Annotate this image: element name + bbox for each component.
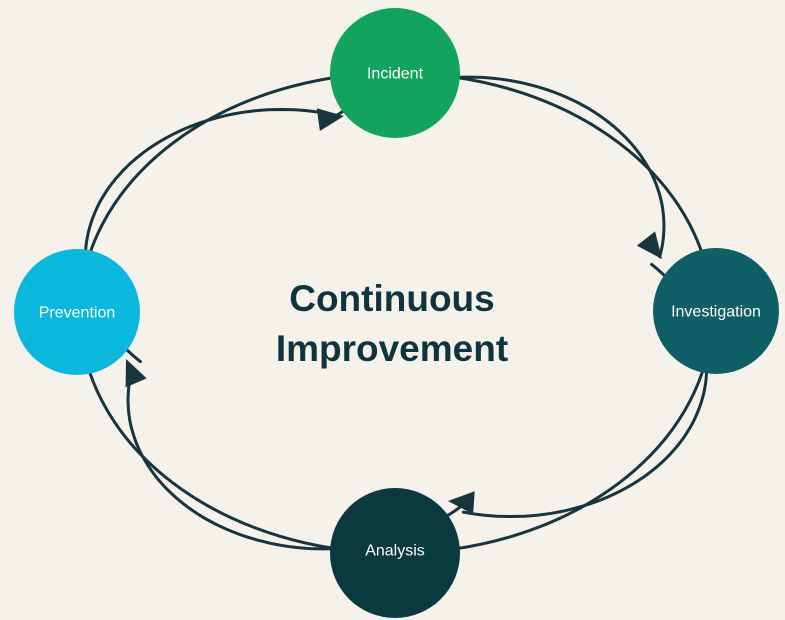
node-investigation: Investigation — [653, 248, 779, 374]
diagram-title-line2: Improvement — [276, 328, 508, 369]
node-prevention-circle — [14, 249, 140, 375]
arrow-prevention-to-incident-arrowhead — [316, 108, 344, 131]
arrow-incident-to-investigation-arrowhead — [636, 231, 662, 259]
node-analysis: Analysis — [330, 488, 460, 618]
diagram-title-line1: Continuous — [289, 278, 495, 319]
arrow-analysis-to-prevention-arrowhead — [125, 359, 147, 388]
node-analysis-label: Analysis — [365, 543, 425, 560]
node-incident-circle — [330, 8, 460, 138]
node-incident: Incident — [330, 8, 460, 138]
node-investigation-label: Investigation — [671, 304, 761, 321]
node-analysis-circle — [330, 488, 460, 618]
node-prevention: Prevention — [14, 249, 140, 375]
diagram-title: Continuous Improvement — [276, 278, 508, 369]
arrow-investigation-to-analysis-arrowhead — [448, 491, 475, 515]
node-prevention-label: Prevention — [39, 305, 116, 322]
node-investigation-circle — [653, 248, 779, 374]
node-incident-label: Incident — [367, 66, 424, 83]
